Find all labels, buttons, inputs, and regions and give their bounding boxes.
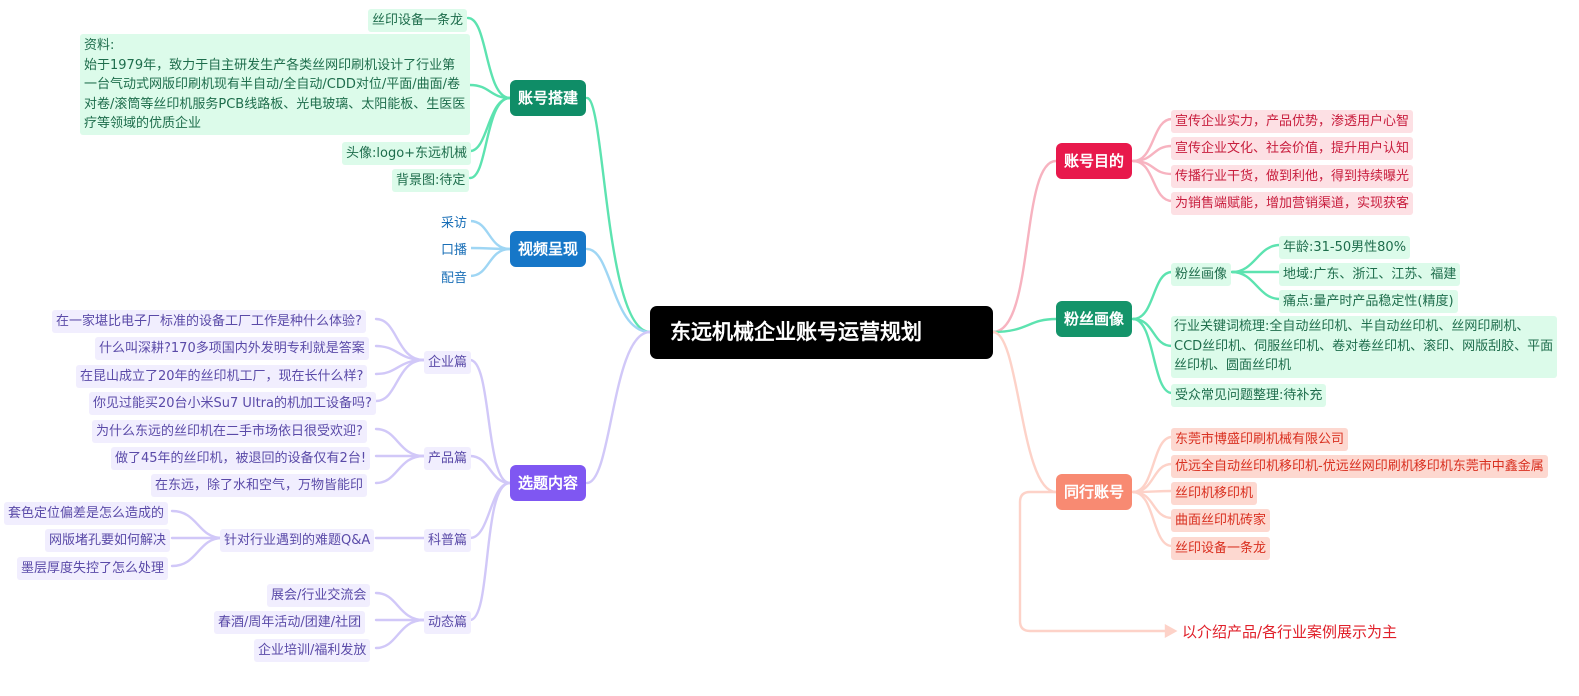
peer-account[interactable]: 东莞市博盛印刷机械有限公司 xyxy=(1171,428,1349,451)
topic-item[interactable]: 在一家堪比电子厂标准的设备工厂工作是种什么体验? xyxy=(52,310,366,333)
fans-profile[interactable]: 粉丝画像 xyxy=(1171,263,1232,286)
topic-item[interactable]: 在昆山成立了20年的丝印机工厂，现在长什么样? xyxy=(76,365,368,388)
news-item[interactable]: 春酒/周年活动/团建/社团 xyxy=(214,611,366,634)
science-item[interactable]: 网版堵孔要如何解决 xyxy=(45,529,171,552)
video-item[interactable]: 采访 xyxy=(437,212,472,235)
purpose-item[interactable]: 传播行业干货，做到利他，得到持续曝光 xyxy=(1171,165,1414,188)
account-setup-item[interactable]: 丝印设备一条龙 xyxy=(368,9,468,32)
topic-item[interactable]: 为什么东远的丝印机在二手市场依日很受欢迎? xyxy=(92,420,367,443)
news-item[interactable]: 企业培训/福利发放 xyxy=(254,639,371,662)
account-setup-profile-note[interactable]: 资料: 始于1979年，致力于自主研发生产各类丝网印刷机设计了行业第一台气动式网… xyxy=(80,34,470,135)
account-setup-item[interactable]: 头像:logo+东远机械 xyxy=(342,142,472,165)
purpose-item[interactable]: 宣传企业文化、社会价值，提升用户认知 xyxy=(1171,137,1414,160)
fans-profile-item[interactable]: 痛点:量产时产品稳定性(精度) xyxy=(1279,290,1458,313)
fans-keywords[interactable]: 行业关键词梳理:全自动丝印机、半自动丝印机、丝网印刷机、CCD丝印机、伺服丝印机… xyxy=(1171,316,1557,378)
topic-item[interactable]: 在东远，除了水和空气，万物皆能印 xyxy=(151,474,368,497)
peer-account[interactable]: 丝印机移印机 xyxy=(1171,482,1258,505)
science-item[interactable]: 墨层厚度失控了怎么处理 xyxy=(17,557,169,580)
branch-account-setup[interactable]: 账号搭建 xyxy=(510,80,587,116)
fans-profile-item[interactable]: 年龄:31-50男性80% xyxy=(1279,236,1411,259)
topic-category-product[interactable]: 产品篇 xyxy=(424,447,472,470)
purpose-item[interactable]: 宣传企业实力，产品优势，渗透用户心智 xyxy=(1171,110,1414,133)
purpose-item[interactable]: 为销售端赋能，增加营销渠道，实现获客 xyxy=(1171,192,1414,215)
branch-topics[interactable]: 选题内容 xyxy=(510,465,587,501)
news-item[interactable]: 展会/行业交流会 xyxy=(267,584,371,607)
fans-faq[interactable]: 受众常见问题整理:待补充 xyxy=(1171,384,1327,407)
peer-account[interactable]: 丝印设备一条龙 xyxy=(1171,537,1271,560)
topic-category-science[interactable]: 科普篇 xyxy=(424,529,472,552)
fans-profile-item[interactable]: 地域:广东、浙江、江苏、福建 xyxy=(1279,263,1461,286)
science-item[interactable]: 套色定位偏差是怎么造成的 xyxy=(4,502,169,525)
branch-purpose[interactable]: 账号目的 xyxy=(1056,143,1133,179)
peers-summary-note[interactable]: 以介绍产品/各行业案例展示为主 xyxy=(1182,623,1398,641)
topic-item[interactable]: 什么叫深耕?170多项国内外发明专利就是答案 xyxy=(95,337,369,360)
peer-account[interactable]: 优远全自动丝印机移印机-优远丝网印刷机移印机东莞市中鑫金属 xyxy=(1171,455,1548,478)
topic-category-news[interactable]: 动态篇 xyxy=(424,611,472,634)
science-subtopic[interactable]: 针对行业遇到的难题Q&A xyxy=(220,529,375,552)
branch-peers[interactable]: 同行账号 xyxy=(1056,474,1133,510)
account-setup-item[interactable]: 背景图:待定 xyxy=(392,169,470,192)
video-item[interactable]: 口播 xyxy=(437,239,472,262)
topic-item[interactable]: 你见过能买20台小米Su7 Ultra的机加工设备吗? xyxy=(89,392,376,415)
topic-item[interactable]: 做了45年的丝印机，被退回的设备仅有2台! xyxy=(111,447,371,470)
video-item[interactable]: 配音 xyxy=(437,267,472,290)
root-topic[interactable]: 东远机械企业账号运营规划 xyxy=(650,306,993,359)
topic-category-enterprise[interactable]: 企业篇 xyxy=(424,351,472,374)
peer-account[interactable]: 曲面丝印机砖家 xyxy=(1171,509,1271,532)
branch-video[interactable]: 视频呈现 xyxy=(510,231,587,267)
branch-fans[interactable]: 粉丝画像 xyxy=(1056,301,1133,337)
